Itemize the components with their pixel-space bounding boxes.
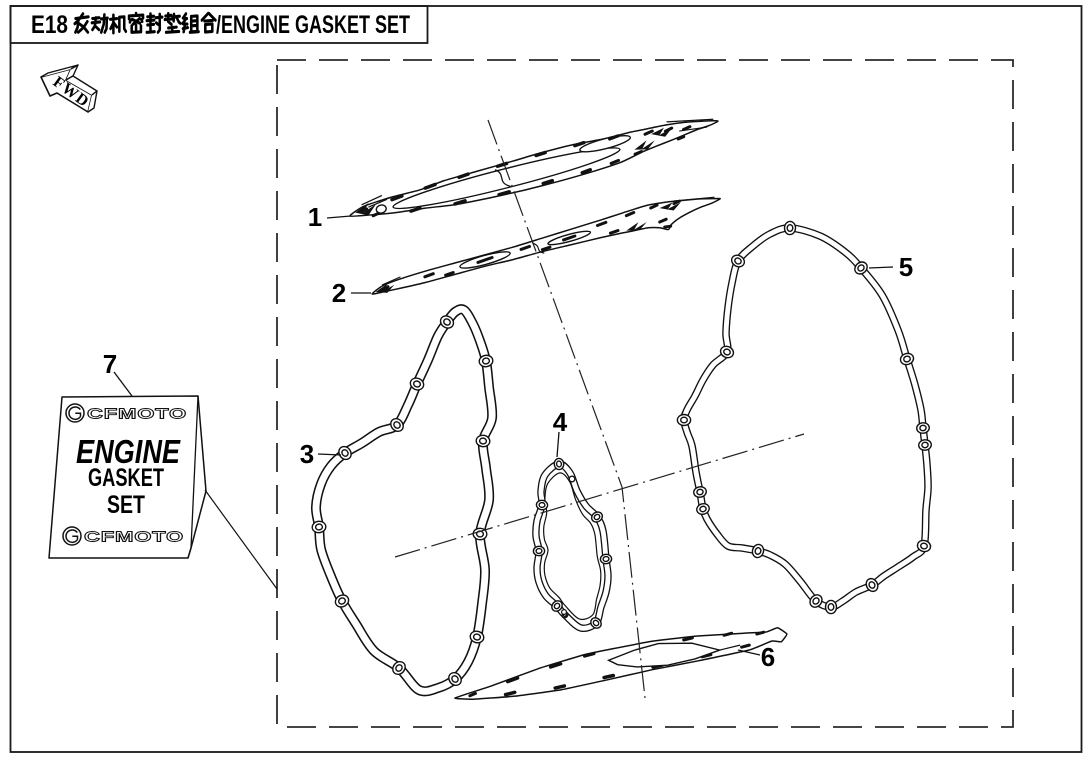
svg-text:CFMOTO: CFMOTO [87, 406, 187, 423]
svg-text:GASKET: GASKET [88, 464, 164, 492]
svg-text:ENGINE: ENGINE [76, 433, 181, 470]
svg-text:2: 2 [332, 278, 346, 308]
svg-text:4: 4 [553, 407, 568, 437]
svg-text:1: 1 [308, 202, 322, 232]
svg-text:E18: E18 [31, 11, 68, 39]
svg-text:5: 5 [899, 252, 913, 282]
svg-text:3: 3 [300, 439, 314, 469]
svg-text:/ENGINE GASKET SET: /ENGINE GASKET SET [216, 11, 410, 39]
svg-text:7: 7 [103, 349, 117, 379]
svg-text:6: 6 [761, 642, 775, 672]
svg-text:CFMOTO: CFMOTO [84, 529, 184, 546]
svg-text:SET: SET [107, 491, 145, 519]
